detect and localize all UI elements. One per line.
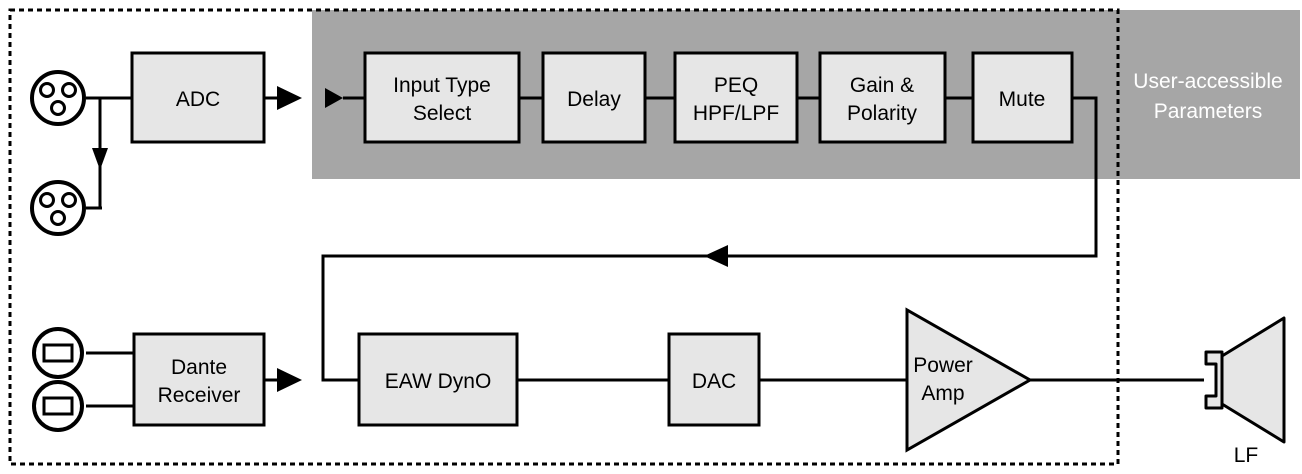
user-accessible-label-2: Parameters (1154, 100, 1263, 123)
mute-label: Mute (999, 88, 1046, 111)
delay-label: Delay (567, 88, 621, 111)
user-accessible-label-1: User-accessible (1133, 70, 1282, 93)
xlr-link-icon (30, 180, 86, 236)
adc-block: ADC (130, 51, 266, 144)
input-type-select-block: Input Type Select (363, 51, 521, 144)
xlr-input-icon (30, 70, 86, 126)
speaker-icon (1204, 316, 1286, 444)
peq-block: PEQ HPF/LPF (673, 51, 799, 144)
adc-label: ADC (176, 88, 220, 111)
eaw-dyno-label: EAW DynO (385, 370, 492, 393)
dante-receiver-label-2: Receiver (158, 384, 241, 407)
gain-polarity-label-2: Polarity (847, 102, 918, 125)
input-type-select-label-2: Select (413, 102, 472, 125)
eaw-dyno-block: EAW DynO (357, 332, 519, 427)
mute-block: Mute (971, 51, 1074, 144)
delay-block: Delay (541, 51, 647, 144)
peq-label-2: HPF/LPF (693, 102, 779, 125)
power-amp-label-2: Amp (921, 382, 964, 405)
peq-label-1: PEQ (714, 74, 758, 97)
arrow-left-loop (704, 245, 728, 267)
gain-polarity-block: Gain & Polarity (818, 51, 947, 144)
dac-block: DAC (667, 332, 761, 427)
power-amp-label-1: Power (913, 354, 973, 377)
enclosure-border (8, 8, 1120, 466)
power-amp-block: Power Amp (905, 307, 1034, 453)
dac-label: DAC (692, 370, 736, 393)
ethernet-secondary-icon (32, 380, 84, 432)
arrow-right-dante (277, 368, 302, 392)
dante-receiver-block: Dante Receiver (132, 332, 266, 427)
ethernet-primary-icon (32, 327, 84, 379)
speaker-label: LF (1234, 444, 1259, 467)
gain-polarity-label-1: Gain & (850, 74, 914, 97)
arrow-right-chain-in (325, 88, 343, 108)
dante-receiver-label-1: Dante (171, 356, 227, 379)
arrow-down (92, 148, 108, 170)
arrow-right-adc (277, 86, 302, 110)
input-type-select-label-1: Input Type (393, 74, 491, 97)
